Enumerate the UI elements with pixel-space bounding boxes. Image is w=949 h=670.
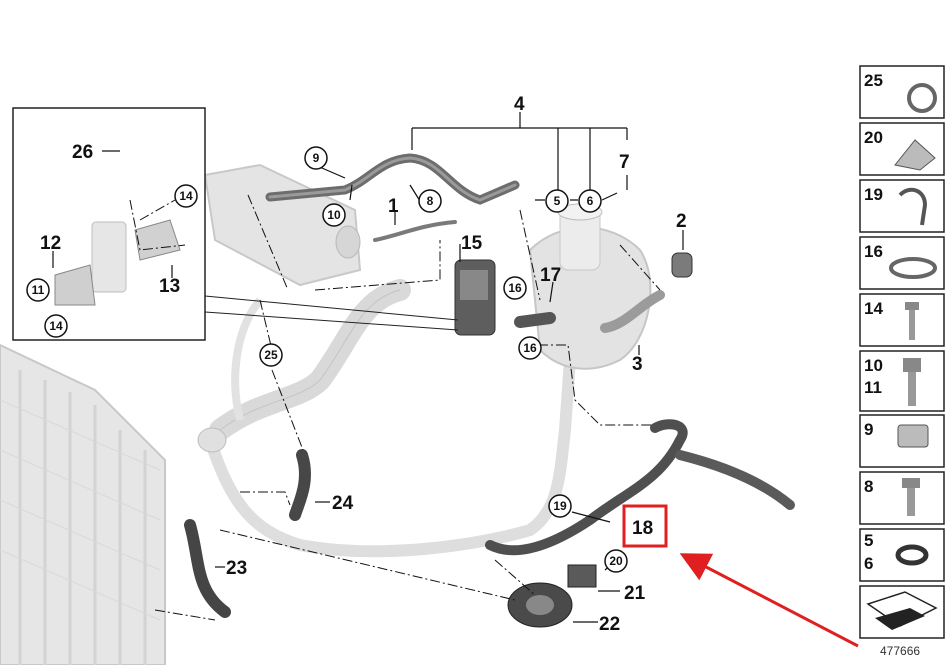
callout-7: 7 — [619, 152, 630, 173]
svg-text:16: 16 — [508, 281, 522, 295]
svg-text:5: 5 — [864, 531, 873, 550]
circle-14b: 14 — [44, 314, 68, 338]
callout-23: 23 — [226, 558, 247, 579]
circle-5: 5 — [545, 189, 569, 213]
callout-26: 26 — [72, 142, 93, 163]
valve-15 — [454, 259, 496, 336]
highlight-18: 18 — [622, 504, 859, 648]
svg-text:20: 20 — [864, 128, 883, 147]
seal-ring-icon — [895, 544, 929, 566]
circle-16a: 16 — [503, 276, 527, 300]
bolt-icon — [903, 358, 921, 372]
circle-16b: 16 — [518, 336, 542, 360]
inset-box — [12, 107, 459, 341]
svg-text:14: 14 — [49, 319, 63, 333]
callout-18: 18 — [632, 518, 653, 539]
svg-text:8: 8 — [427, 194, 434, 208]
circle-9: 9 — [304, 146, 328, 170]
svg-text:6: 6 — [864, 554, 873, 573]
svg-text:10: 10 — [327, 208, 341, 222]
callout-17: 17 — [540, 265, 561, 286]
sidebar-cell-19 — [859, 179, 945, 233]
callout-1: 1 — [388, 196, 399, 217]
svg-text:11: 11 — [32, 283, 45, 297]
circle-11: 11 — [26, 278, 50, 302]
screw-icon — [905, 302, 919, 310]
callout-labels: 4 7 1 2 15 17 3 26 12 13 24 23 21 22 — [40, 94, 687, 635]
svg-text:9: 9 — [313, 151, 320, 165]
sidebar-cell-10-11 — [859, 350, 945, 412]
circle-20: 20 — [604, 549, 628, 573]
svg-text:19: 19 — [553, 499, 567, 513]
svg-text:14: 14 — [864, 299, 883, 318]
svg-text:9: 9 — [864, 420, 873, 439]
bracket-21 — [567, 564, 597, 588]
callout-2: 2 — [676, 211, 687, 232]
svg-text:16: 16 — [523, 341, 537, 355]
holder-icon — [898, 187, 928, 226]
circled-callouts: 9 10 8 5 6 16 16 25 19 20 14 11 14 — [26, 146, 628, 573]
dash-lines — [129, 194, 661, 621]
svg-text:14: 14 — [179, 189, 193, 203]
svg-text:8: 8 — [864, 477, 873, 496]
callout-15: 15 — [461, 233, 483, 254]
circle-10: 10 — [322, 203, 346, 227]
circle-25: 25 — [259, 343, 283, 367]
callout-24: 24 — [332, 493, 354, 514]
sidebar-cell-14 — [859, 293, 945, 347]
pump-22 — [507, 582, 573, 628]
sidebar-cell-5-6 — [859, 528, 945, 582]
circle-14a: 14 — [174, 184, 198, 208]
radiator — [0, 343, 166, 666]
turbocharger — [528, 203, 652, 370]
clip-icon — [894, 139, 936, 171]
circle-8: 8 — [418, 189, 442, 213]
svg-text:10: 10 — [864, 356, 883, 375]
svg-text:20: 20 — [609, 554, 623, 568]
nut-icon — [897, 424, 929, 448]
circle-6: 6 — [578, 189, 602, 213]
svg-text:16: 16 — [864, 242, 883, 261]
screw-small-icon — [902, 478, 920, 488]
callout-3: 3 — [632, 354, 643, 375]
callout-12: 12 — [40, 233, 61, 254]
svg-text:5: 5 — [554, 194, 561, 208]
sensor-2 — [671, 252, 693, 278]
callout-4: 4 — [514, 94, 525, 115]
highlight-arrow — [679, 553, 859, 648]
hose-clamp-icon — [907, 83, 937, 113]
svg-text:25: 25 — [264, 348, 278, 362]
clamp-ring-icon — [889, 257, 937, 279]
small-parts-sidebar: 25 20 19 16 14 10 11 9 8 5 6 — [859, 65, 945, 639]
callout-22: 22 — [599, 614, 620, 635]
svg-text:19: 19 — [864, 185, 883, 204]
callout-21: 21 — [624, 583, 646, 604]
intake-pipes — [197, 279, 576, 558]
callout-13: 13 — [159, 276, 180, 297]
svg-text:11: 11 — [864, 378, 882, 397]
svg-text:6: 6 — [587, 194, 594, 208]
svg-text:25: 25 — [864, 71, 883, 90]
circle-19: 19 — [548, 494, 572, 518]
figure-number: 477666 — [880, 644, 920, 658]
